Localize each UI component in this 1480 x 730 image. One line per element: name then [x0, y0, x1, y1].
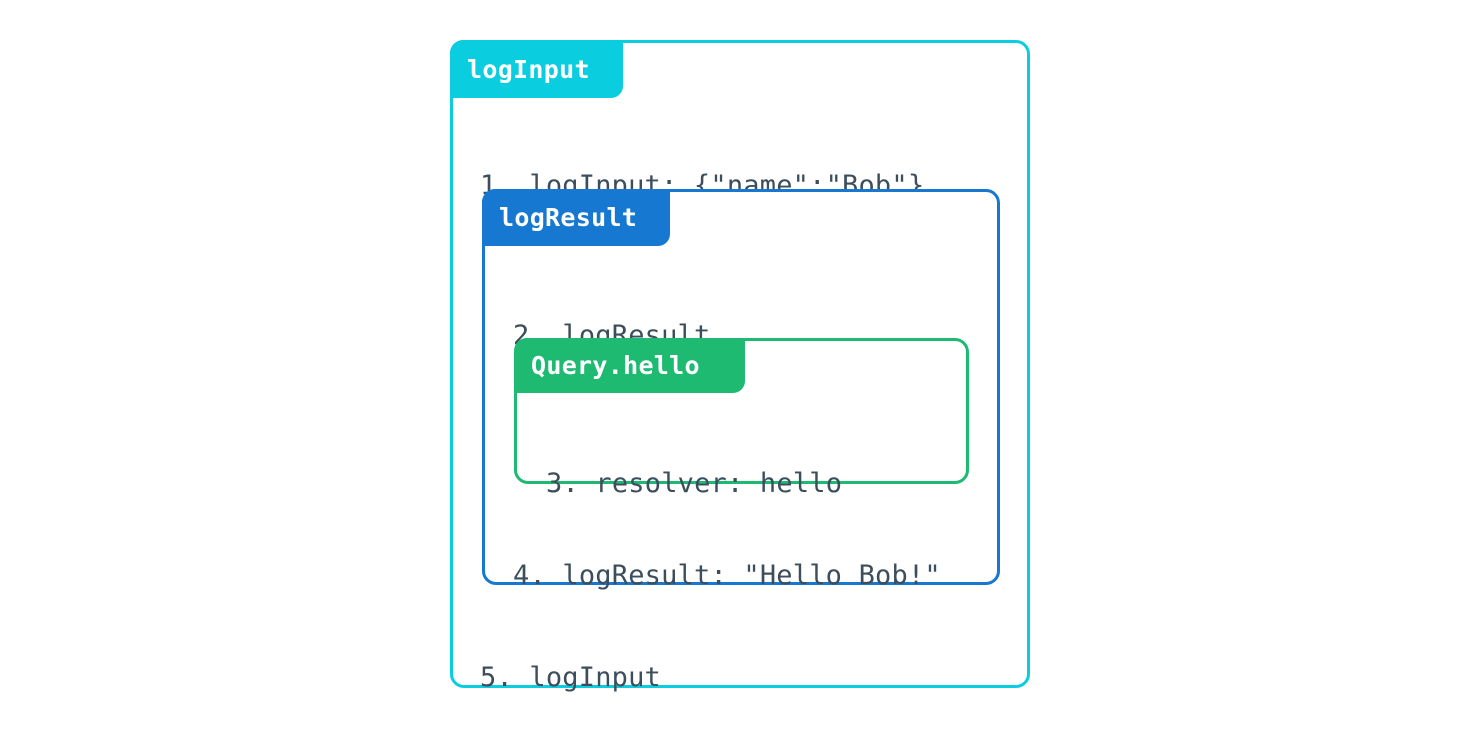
log-line-3: 3. resolver: hello: [546, 468, 843, 499]
log-line-4: 4. logResult: "Hello Bob!": [513, 560, 941, 591]
log-line-5: 5. logInput: [480, 662, 662, 693]
logresult-label: logResult: [482, 189, 670, 246]
logresult-box: logResult 2. logResult Query.hello 3. re…: [482, 189, 1000, 591]
queryhello-label: Query.hello: [514, 338, 745, 393]
loginput-label: logInput: [450, 40, 623, 98]
loginput-box: logInput 1. logInput: {"name":"Bob"} log…: [450, 40, 1030, 693]
queryhello-box: Query.hello 3. resolver: hello: [514, 338, 969, 499]
